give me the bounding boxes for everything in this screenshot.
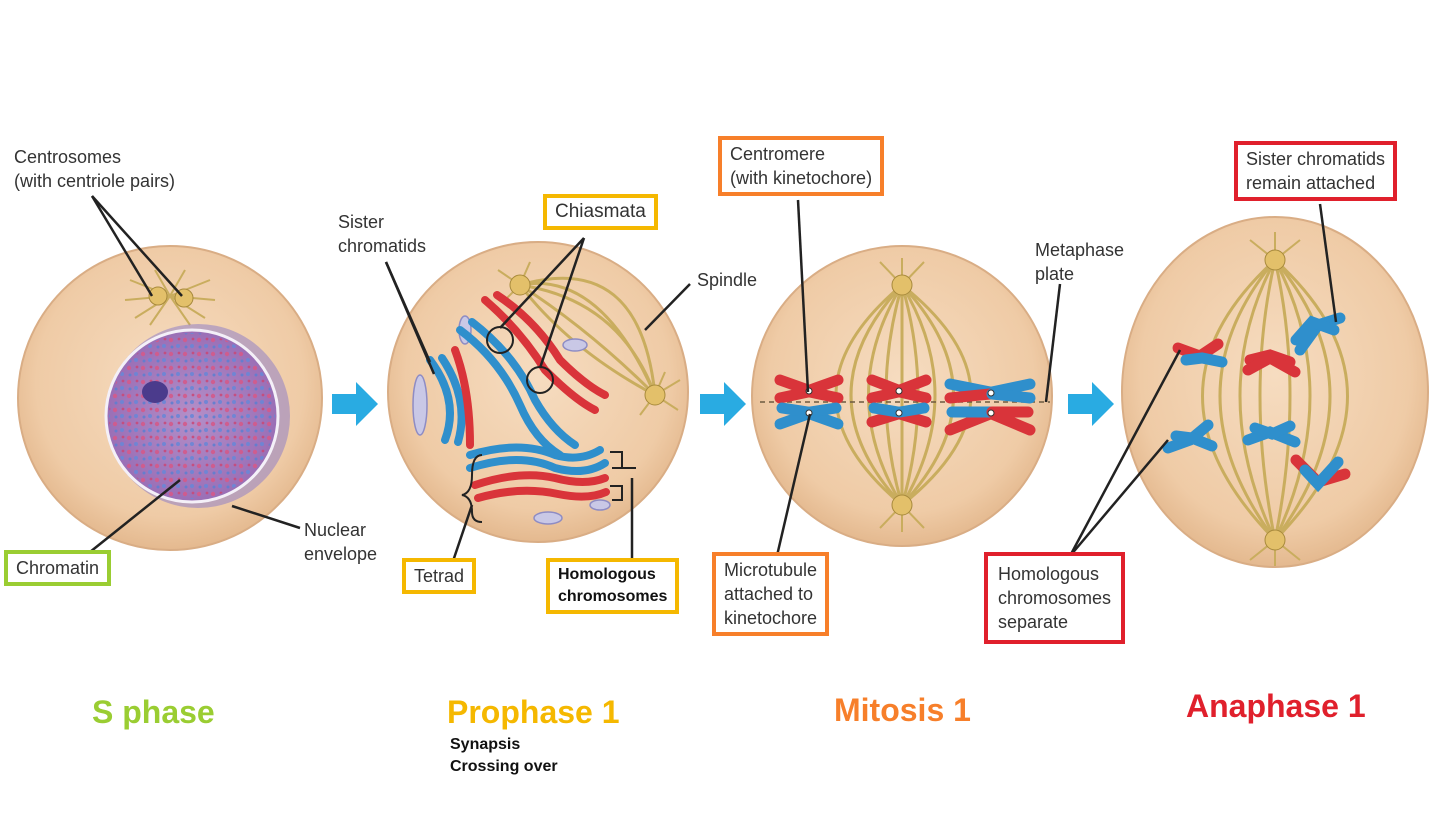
box-tetrad: Tetrad — [402, 558, 477, 594]
label-sister-chromatids: Sister chromatids — [338, 212, 427, 256]
prophase-notes: Synapsis Crossing over — [450, 736, 558, 775]
label-metaphase-plate: Metaphase plate — [1035, 240, 1125, 284]
cell-mitosis — [751, 245, 1053, 547]
cell-s-phase — [17, 245, 323, 551]
box-homologous-separate: Homologous chromosomes separate — [984, 552, 1126, 644]
box-homologous-chromosomes: Homologous chromosomes — [546, 558, 680, 614]
label-spindle: Spindle — [697, 270, 758, 290]
label-nuclear-envelope: Nuclear envelope — [304, 520, 378, 564]
leader-lines — [79, 195, 1338, 571]
phase-title-s-phase: S phase — [92, 694, 215, 730]
box-microtubule: Microtubule attached to kinetochore — [712, 552, 830, 636]
box-centromere: Centromere (with kinetochore) — [718, 136, 885, 196]
phase-title-anaphase: Anaphase 1 — [1186, 688, 1366, 724]
box-chromatin: Chromatin — [4, 550, 112, 586]
cell-prophase — [387, 241, 689, 543]
arrow-icon — [332, 382, 1114, 426]
label-centrosomes: Centrosomes (with centriole pairs) — [14, 147, 176, 191]
box-sister-chromatids-attached: Sister chromatids remain attached — [1234, 141, 1398, 201]
box-chiasmata: Chiasmata — [543, 194, 658, 230]
phase-title-prophase: Prophase 1 — [447, 694, 620, 730]
phase-title-mitosis: Mitosis 1 — [834, 692, 971, 728]
cell-anaphase — [1121, 216, 1429, 568]
